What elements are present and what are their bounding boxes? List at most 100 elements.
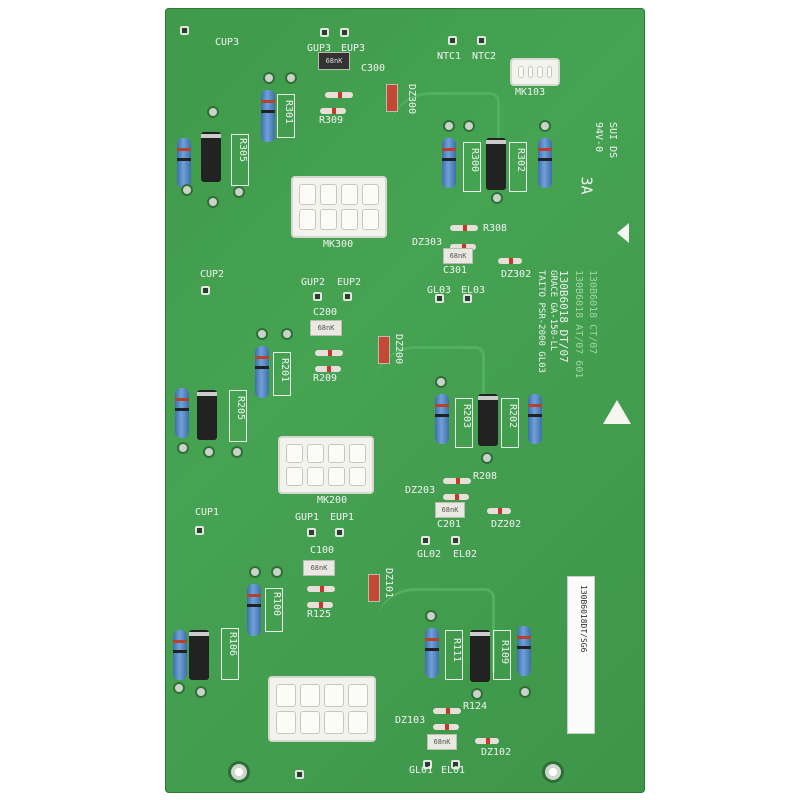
connector-mk200 (278, 436, 374, 494)
zener-diode (307, 586, 335, 592)
resistor-outline (265, 588, 283, 632)
label-cup1: CUP1 (195, 507, 220, 518)
corner-mark-icon (617, 223, 629, 243)
test-pad (313, 292, 322, 301)
label-ntc2: NTC2 (472, 51, 497, 62)
mounting-hole (231, 764, 247, 780)
test-pad (448, 36, 457, 45)
solder-pad (265, 74, 273, 82)
test-pad (343, 292, 352, 301)
zener-diode (325, 92, 353, 98)
label-c301: C301 (443, 265, 468, 276)
solder-pad (483, 454, 491, 462)
diode (486, 138, 506, 190)
test-pad (451, 536, 460, 545)
solder-pad (258, 330, 266, 338)
copper-trace (390, 92, 500, 172)
solder-pad (437, 378, 445, 386)
label-eup3: EUP3 (341, 43, 366, 54)
label-el01: EL01 (441, 765, 466, 776)
connector-mk103 (510, 58, 560, 86)
esd-warning-icon (603, 400, 631, 424)
test-pad (340, 28, 349, 37)
label-cup3: CUP3 (215, 37, 240, 48)
label-r100: R100 (271, 592, 282, 617)
solder-pad (209, 198, 217, 206)
resistor (173, 630, 187, 680)
label-el03: EL03 (461, 285, 486, 296)
label-c100: C100 (310, 545, 335, 556)
label-mk300: MK300 (323, 239, 354, 250)
zener-diode (450, 225, 478, 231)
label-gl03: GL03 (427, 285, 452, 296)
silk-rating2: 94V-0 (593, 122, 604, 153)
label-gl02: GL02 (417, 549, 442, 560)
label-r209: R209 (313, 373, 338, 384)
resistor (425, 628, 439, 678)
solder-pad (179, 444, 187, 452)
label-r109: R109 (499, 640, 510, 665)
label-gup2: GUP2 (301, 277, 326, 288)
resistor (538, 138, 552, 188)
zener-diode (307, 602, 333, 608)
label-dz302: DZ302 (501, 269, 532, 280)
zener-diode (433, 724, 459, 730)
resistor-outline (493, 630, 511, 680)
test-pad (307, 528, 316, 537)
solder-pad (233, 448, 241, 456)
zener-diode (498, 258, 522, 264)
capacitor-c100: 68nK (303, 560, 335, 576)
label-r305: R305 (237, 138, 248, 163)
solder-pad (473, 690, 481, 698)
solder-pad (427, 612, 435, 620)
test-pad (335, 528, 344, 537)
label-cup2: CUP2 (200, 269, 225, 280)
diode (189, 630, 209, 680)
silk-line5: 130B6018 CT/07 (587, 270, 598, 355)
label-r201: R201 (279, 358, 290, 383)
test-pad (295, 770, 304, 779)
resistor (175, 388, 189, 438)
zener-diode (443, 478, 471, 484)
mounting-hole (545, 764, 561, 780)
test-pad (423, 760, 432, 769)
label-dz202: DZ202 (491, 519, 522, 530)
label-eup1: EUP1 (330, 512, 355, 523)
test-pad (180, 26, 189, 35)
test-pad (435, 294, 444, 303)
resistor-outline (509, 142, 527, 192)
zener-diode (475, 738, 499, 744)
resistor (517, 626, 531, 676)
zener-diode (443, 494, 469, 500)
connector-mk300 (291, 176, 387, 238)
test-pad (463, 294, 472, 303)
silk-rating1: SUI DS (607, 122, 618, 159)
label-c201: C201 (437, 519, 462, 530)
solder-pad (183, 186, 191, 194)
label-r302: R302 (515, 148, 526, 173)
label-dz102: DZ102 (481, 747, 512, 758)
label-gup3: GUP3 (307, 43, 332, 54)
label-eup2: EUP2 (337, 277, 362, 288)
label-r202: R202 (507, 404, 518, 429)
zener-diode (320, 108, 346, 114)
diode (470, 630, 490, 682)
resistor-outline (455, 398, 473, 448)
test-pad (201, 286, 210, 295)
label-el02: EL02 (453, 549, 478, 560)
solder-pad (465, 122, 473, 130)
resistor (435, 394, 449, 444)
test-pad (421, 536, 430, 545)
zener-diode-vertical (378, 336, 390, 364)
label-r125: R125 (307, 609, 332, 620)
label-r111: R111 (451, 638, 462, 663)
resistor-outline (277, 94, 295, 138)
label-r300: R300 (469, 148, 480, 173)
test-pad (477, 36, 486, 45)
zener-diode (315, 366, 341, 372)
solder-pad (251, 568, 259, 576)
solder-pad (197, 688, 205, 696)
label-r106: R106 (227, 632, 238, 657)
capacitor-c300: 68nK (318, 52, 350, 70)
solder-pad (205, 448, 213, 456)
